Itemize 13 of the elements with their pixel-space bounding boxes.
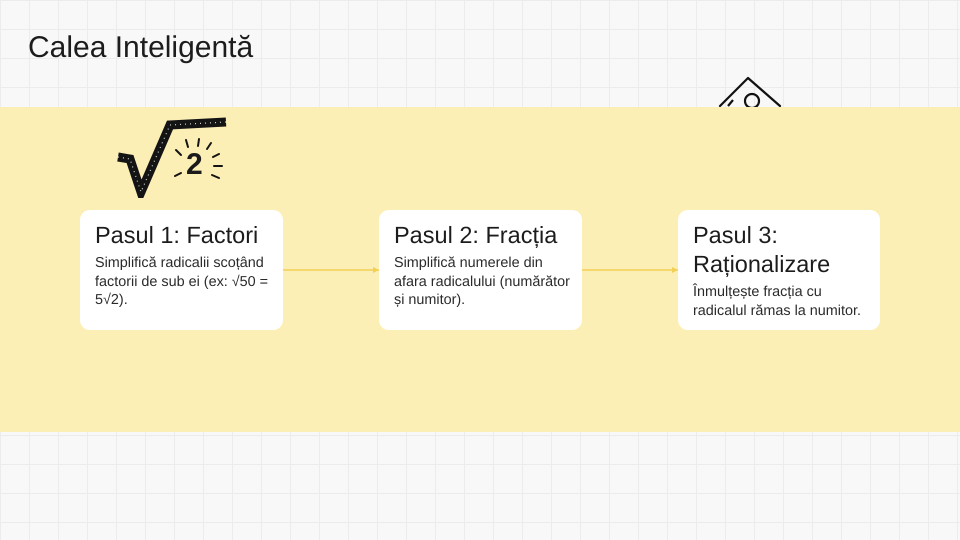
radicand-digit: 2 [186, 148, 203, 182]
slide-title: Calea Inteligentă [28, 31, 254, 65]
step-description: Simplifică radicalii scoțând factorii de sub ei (ex: √50 = 5√2). [95, 254, 270, 310]
step-heading: Pasul 3: Raționalizare [693, 221, 832, 279]
arrow [283, 267, 379, 273]
step-description: Simplifică numerele din afara radicalului (numărător și numitor). [394, 254, 571, 310]
step-description: Înmulțește fracția cu radicalul rămas la numitor. [693, 283, 862, 320]
step-heading: Pasul 1: Factori [95, 221, 260, 250]
arrow [582, 267, 678, 273]
step-card [80, 210, 283, 330]
step-card [379, 210, 582, 330]
step-heading: Pasul 2: Fracția [394, 221, 558, 250]
step-card [678, 210, 880, 330]
